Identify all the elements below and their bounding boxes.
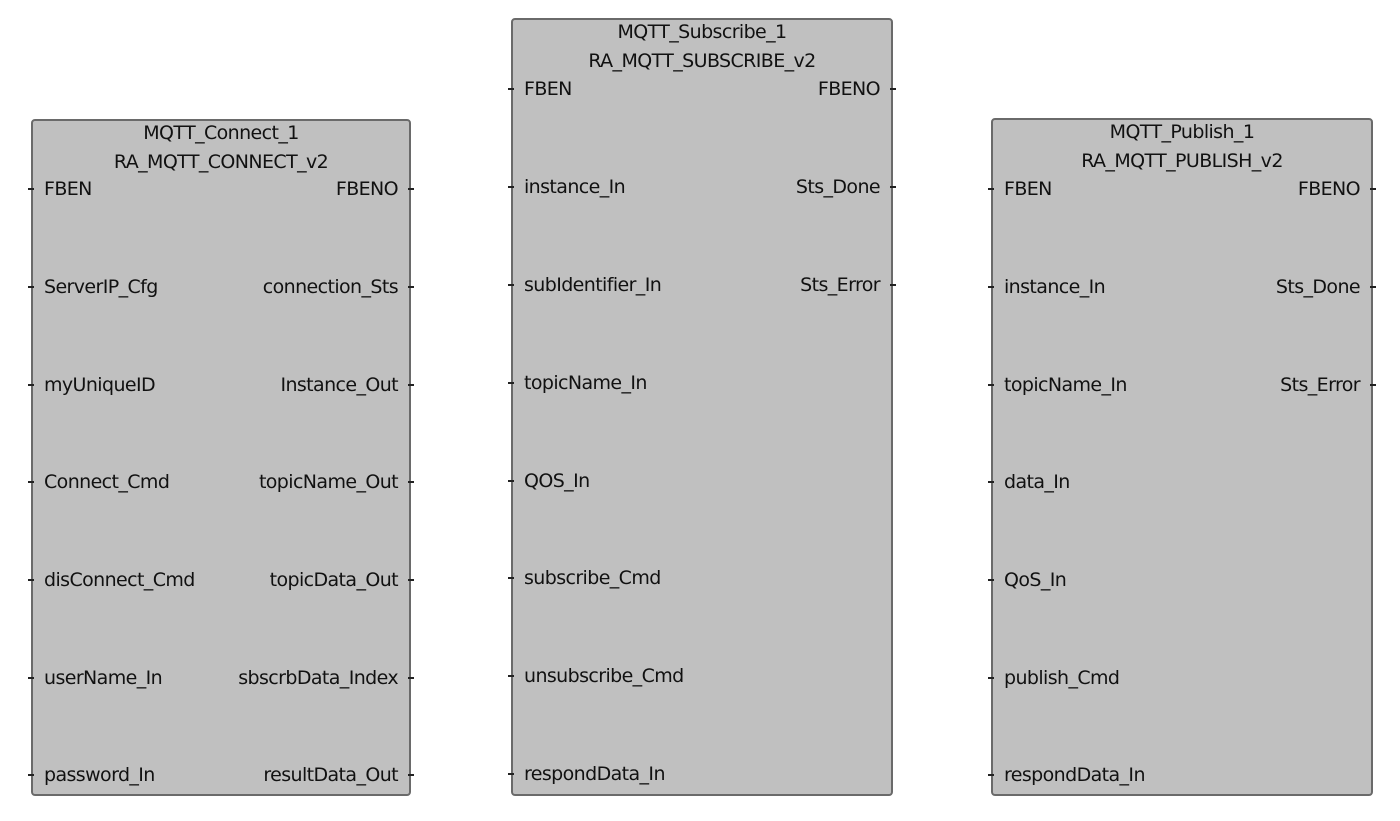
input-connector xyxy=(508,382,514,384)
input-connector xyxy=(508,577,514,579)
input-pin-myuniqueid[interactable]: myUniqueID xyxy=(44,374,156,396)
output-pin-sts-done[interactable]: Sts_Done xyxy=(1275,276,1361,298)
input-connector xyxy=(988,481,994,483)
output-connector xyxy=(408,677,414,679)
output-connector xyxy=(408,286,414,288)
input-connector xyxy=(508,675,514,677)
block-instance-name: MQTT_Publish_1 xyxy=(1109,121,1255,143)
output-pin-sbscrbdata-index[interactable]: sbscrbData_Index xyxy=(238,667,398,689)
function-block-mqtt-publish[interactable]: MQTT_Publish_1 RA_MQTT_PUBLISH_v2 FBEN i… xyxy=(988,118,1376,796)
output-pin-sts-error[interactable]: Sts_Error xyxy=(1280,374,1360,396)
input-pin-data-in[interactable]: data_In xyxy=(1004,471,1070,493)
block-type-name: RA_MQTT_CONNECT_v2 xyxy=(113,151,329,173)
input-pin-topicname-in[interactable]: topicName_In xyxy=(524,372,647,394)
output-pin-topicname-out[interactable]: topicName_Out xyxy=(258,471,399,493)
function-block-mqtt-subscribe[interactable]: MQTT_Subscribe_1 RA_MQTT_SUBSCRIBE_v2 FB… xyxy=(508,18,896,796)
output-pin-resultdata-out[interactable]: resultData_Out xyxy=(263,764,398,786)
block-type-name: RA_MQTT_PUBLISH_v2 xyxy=(1081,150,1283,172)
input-pin-responddata-in[interactable]: respondData_In xyxy=(1004,764,1145,786)
input-connector xyxy=(988,384,994,386)
output-pin-sts-error[interactable]: Sts_Error xyxy=(800,274,880,296)
function-block-mqtt-connect[interactable]: MQTT_Connect_1 RA_MQTT_CONNECT_v2 FBEN S… xyxy=(28,119,414,796)
input-pin-serverip-cfg[interactable]: ServerIP_Cfg xyxy=(44,276,158,298)
input-connector xyxy=(28,481,34,483)
output-connector xyxy=(890,88,896,90)
input-connector xyxy=(28,774,34,776)
output-connector xyxy=(408,188,414,190)
input-connector xyxy=(28,286,34,288)
input-pin-instance-in[interactable]: instance_In xyxy=(1004,276,1106,298)
input-connector xyxy=(508,88,514,90)
input-pin-fben[interactable]: FBEN xyxy=(44,178,92,200)
input-connector xyxy=(28,188,34,190)
input-pin-password-in[interactable]: password_In xyxy=(44,764,155,786)
input-connector xyxy=(988,677,994,679)
input-pin-qos-in[interactable]: QoS_In xyxy=(1004,569,1067,591)
input-pin-fben[interactable]: FBEN xyxy=(1004,178,1052,200)
output-connector xyxy=(408,774,414,776)
input-connector xyxy=(988,286,994,288)
input-pin-topicname-in[interactable]: topicName_In xyxy=(1004,374,1127,396)
output-connector xyxy=(408,579,414,581)
input-connector xyxy=(508,284,514,286)
input-pin-username-in[interactable]: userName_In xyxy=(44,667,163,689)
input-connector xyxy=(28,579,34,581)
input-connector xyxy=(988,188,994,190)
input-connector xyxy=(508,480,514,482)
input-pin-instance-in[interactable]: instance_In xyxy=(524,176,626,198)
input-pin-publish-cmd[interactable]: publish_Cmd xyxy=(1004,667,1120,689)
output-connector xyxy=(890,284,896,286)
input-pin-unsubscribe-cmd[interactable]: unsubscribe_Cmd xyxy=(524,665,684,687)
output-pin-topicdata-out[interactable]: topicData_Out xyxy=(269,569,399,591)
output-connector xyxy=(1370,286,1376,288)
output-connector xyxy=(1370,188,1376,190)
output-pin-fbeno[interactable]: FBENO xyxy=(817,78,881,100)
input-pin-qos-in[interactable]: QOS_In xyxy=(524,470,590,492)
output-pin-fbeno[interactable]: FBENO xyxy=(1297,178,1361,200)
input-pin-subidentifier-in[interactable]: subIdentifier_In xyxy=(524,274,662,296)
block-type-name: RA_MQTT_SUBSCRIBE_v2 xyxy=(588,50,816,72)
input-pin-disconnect-cmd[interactable]: disConnect_Cmd xyxy=(44,569,195,591)
output-pin-connection-sts[interactable]: connection_Sts xyxy=(262,276,399,298)
block-instance-name: MQTT_Connect_1 xyxy=(143,122,299,144)
input-pin-responddata-in[interactable]: respondData_In xyxy=(524,763,665,785)
input-connector xyxy=(988,579,994,581)
input-connector xyxy=(988,774,994,776)
output-connector xyxy=(408,384,414,386)
block-instance-name: MQTT_Subscribe_1 xyxy=(617,21,787,43)
output-connector xyxy=(1370,384,1376,386)
output-connector xyxy=(408,481,414,483)
output-connector xyxy=(890,186,896,188)
input-pin-fben[interactable]: FBEN xyxy=(524,78,572,100)
input-pin-connect-cmd[interactable]: Connect_Cmd xyxy=(44,471,170,493)
input-connector xyxy=(508,773,514,775)
input-connector xyxy=(28,384,34,386)
input-connector xyxy=(28,677,34,679)
output-pin-sts-done[interactable]: Sts_Done xyxy=(795,176,881,198)
input-connector xyxy=(508,186,514,188)
output-pin-fbeno[interactable]: FBENO xyxy=(335,178,399,200)
input-pin-subscribe-cmd[interactable]: subscribe_Cmd xyxy=(524,567,661,589)
output-pin-instance-out[interactable]: Instance_Out xyxy=(280,374,398,396)
